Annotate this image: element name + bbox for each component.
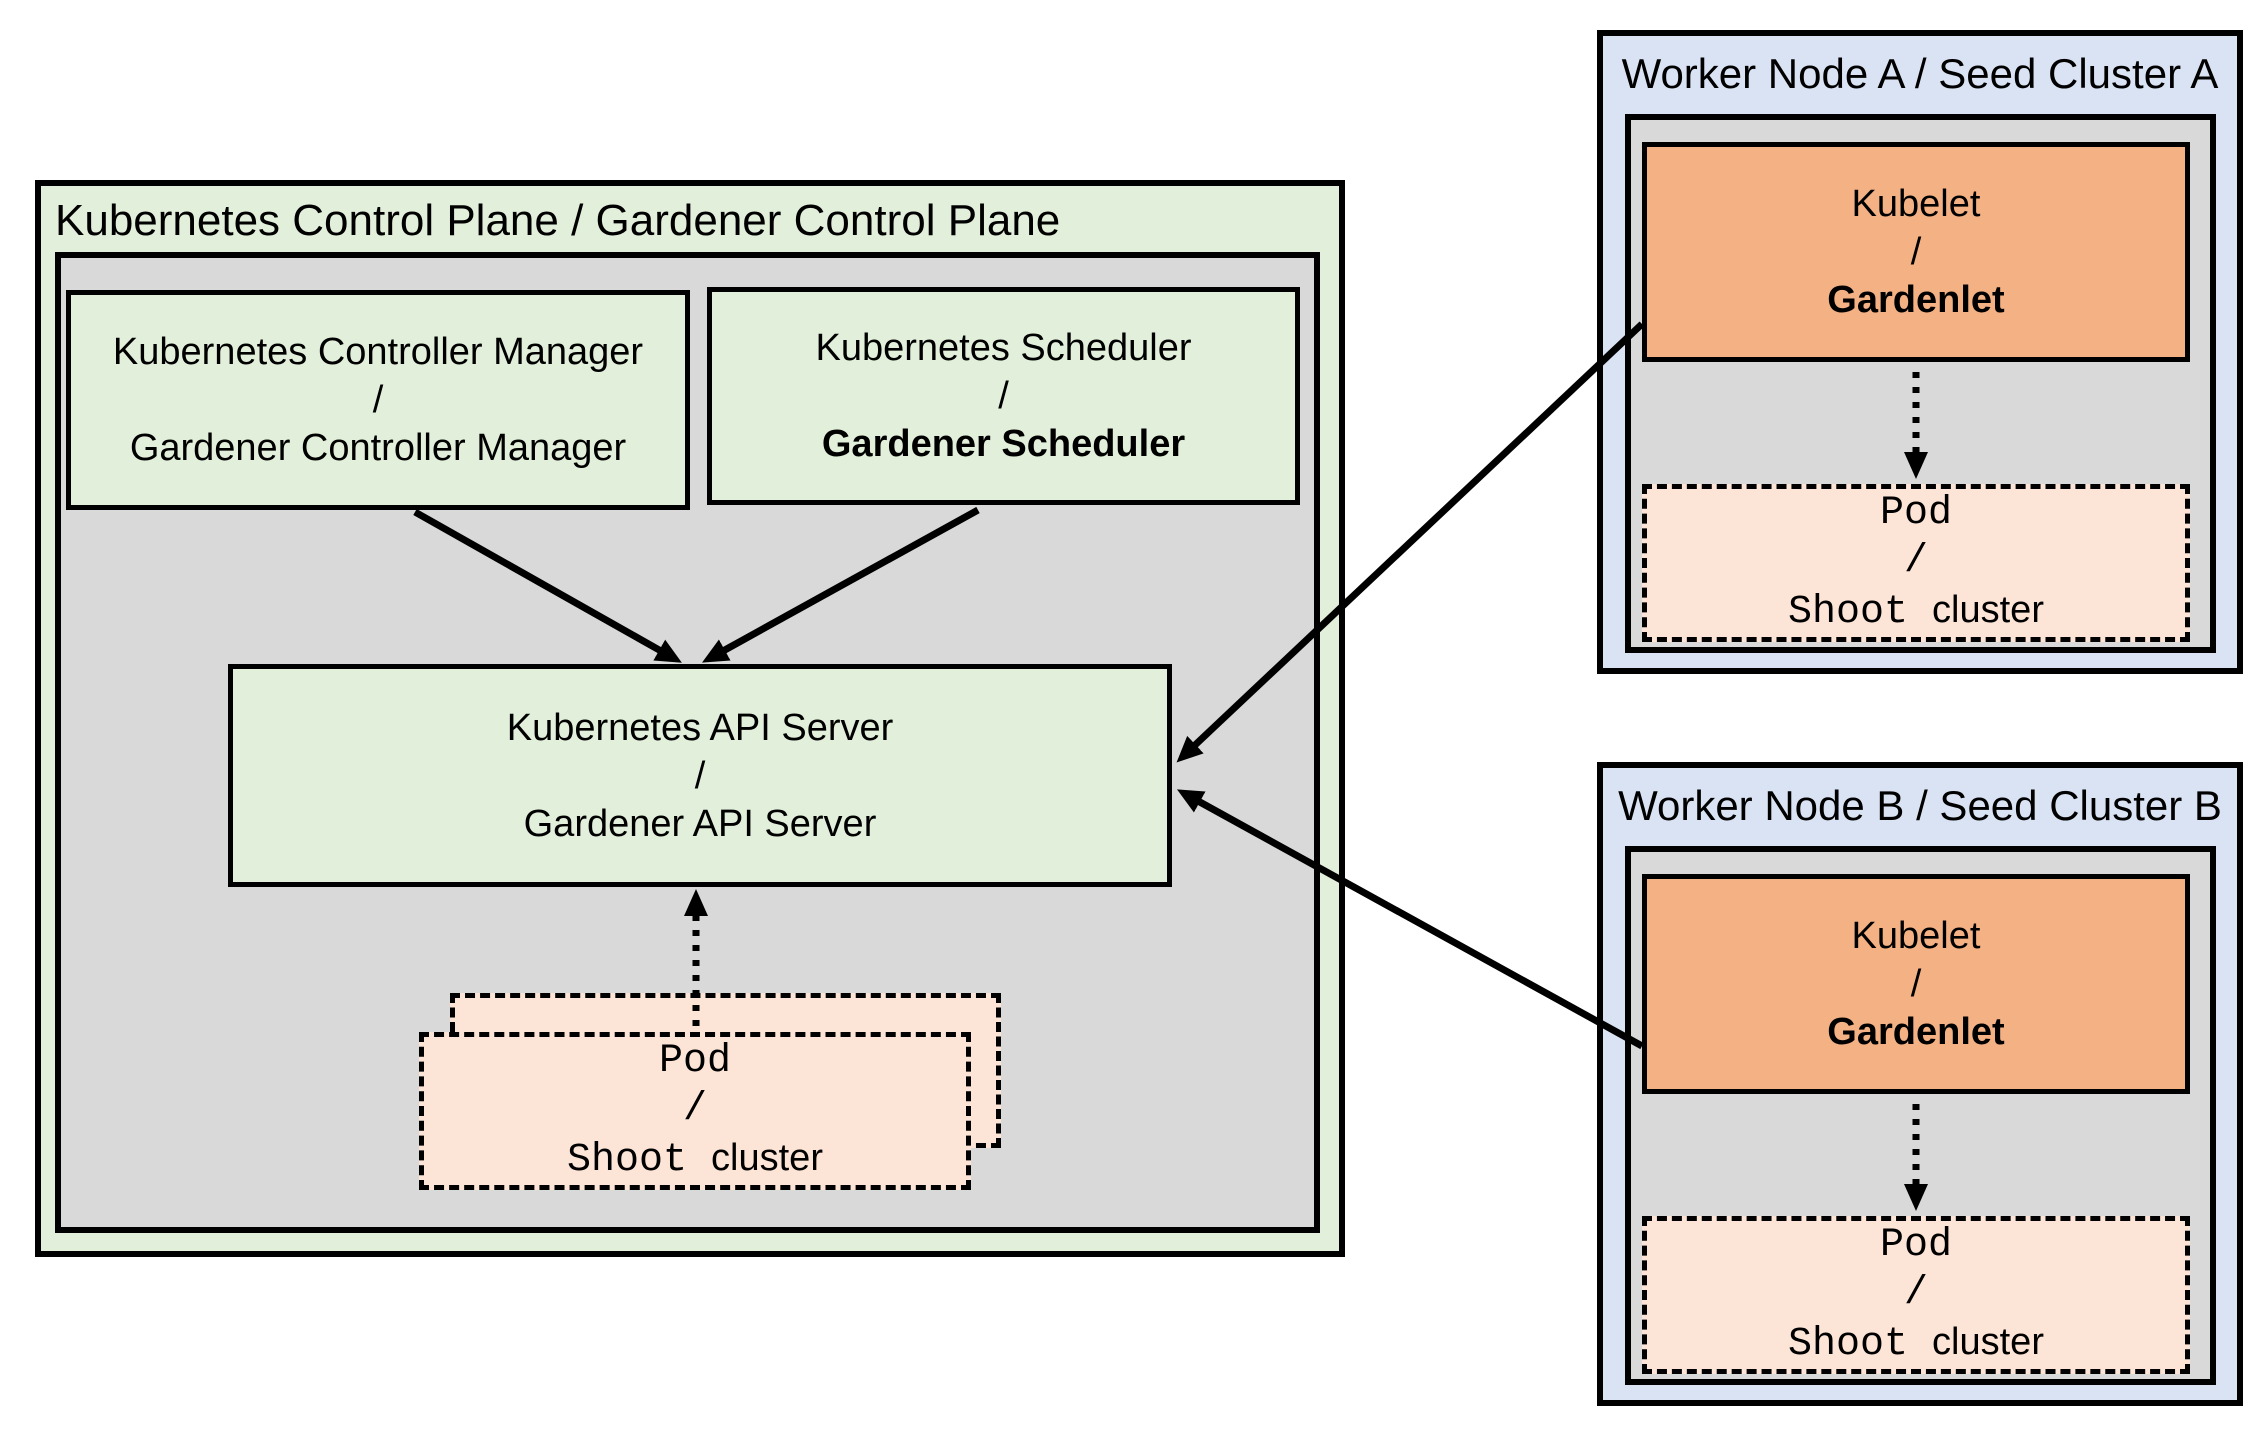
api-server-line1: Kubernetes API Server [506,706,894,749]
scheduler-box: Kubernetes Scheduler / Gardener Schedule… [707,287,1300,505]
controller-manager-line1: Kubernetes Controller Manager [112,331,644,373]
pod-shoot-a-box: Pod / Shoot cluster [1642,484,2190,642]
kubelet-a-slash: / [1910,231,1922,273]
pod-shoot-box: Pod / Shoot cluster [419,1032,971,1190]
worker-node-b-title: Worker Node B / Seed Cluster B [1618,782,2222,829]
pod-b-line1: Pod [1879,1222,1952,1268]
pod-a-line2-shoot: Shoot [1788,589,1933,635]
pod-shoot-b-box: Pod / Shoot cluster [1642,1216,2190,1374]
scheduler-line1: Kubernetes Scheduler [815,327,1192,369]
scheduler-slash: / [998,375,1009,417]
kubelet-a-line2: Gardenlet [1827,279,2005,321]
pod-b-line2-shoot: Shoot [1788,1321,1933,1367]
kubelet-a-box: Kubelet / Gardenlet [1642,142,2190,362]
kubelet-b-box: Kubelet / Gardenlet [1642,874,2190,1094]
worker-node-b-inner-panel: Kubelet / Gardenlet Pod / Shoot cluster [1625,846,2216,1385]
control-plane-inner-panel: Kubernetes Controller Manager / Gardener… [55,252,1320,1233]
pod-b-slash: / [1903,1270,1928,1316]
worker-node-a-title: Worker Node A / Seed Cluster A [1621,50,2219,97]
api-server-box: Kubernetes API Server / Gardener API Ser… [228,664,1172,887]
control-plane-title: Kubernetes Control Plane / Gardener Cont… [55,196,1061,245]
pod-a-line1: Pod [1879,490,1952,536]
worker-node-a-inner-panel: Kubelet / Gardenlet Pod / Shoot cluster [1625,114,2216,653]
pod-a-line2-cluster: cluster [1932,588,2044,631]
kubelet-b-line2: Gardenlet [1827,1011,2005,1053]
pod-b-line2-cluster: cluster [1932,1320,2044,1363]
worker-node-a-box: Worker Node A / Seed Cluster A Kubelet /… [1597,30,2243,674]
pod-line2-cluster: cluster [711,1136,823,1179]
pod-line2: Shoot cluster [567,1134,823,1185]
kubelet-b-slash: / [1910,963,1922,1005]
pod-line1: Pod [658,1038,731,1084]
api-server-line2: Gardener API Server [523,802,877,845]
pod-slash: / [682,1086,707,1132]
scheduler-line2: Gardener Scheduler [821,423,1186,465]
controller-manager-line2: Gardener Controller Manager [129,427,627,469]
pod-a-slash: / [1903,538,1928,584]
controller-manager-box: Kubernetes Controller Manager / Gardener… [66,290,690,510]
kubelet-b-line1: Kubelet [1851,915,1981,957]
control-plane-box: Kubernetes Control Plane / Gardener Cont… [35,180,1345,1257]
kubelet-a-line1: Kubelet [1851,183,1981,225]
controller-manager-slash: / [372,379,384,421]
pod-line2-shoot: Shoot [567,1137,712,1183]
pod-a-line2: Shoot cluster [1788,586,2044,637]
api-server-slash: / [694,754,706,797]
pod-b-line2: Shoot cluster [1788,1318,2044,1369]
worker-node-b-box: Worker Node B / Seed Cluster B Kubelet /… [1597,762,2243,1406]
